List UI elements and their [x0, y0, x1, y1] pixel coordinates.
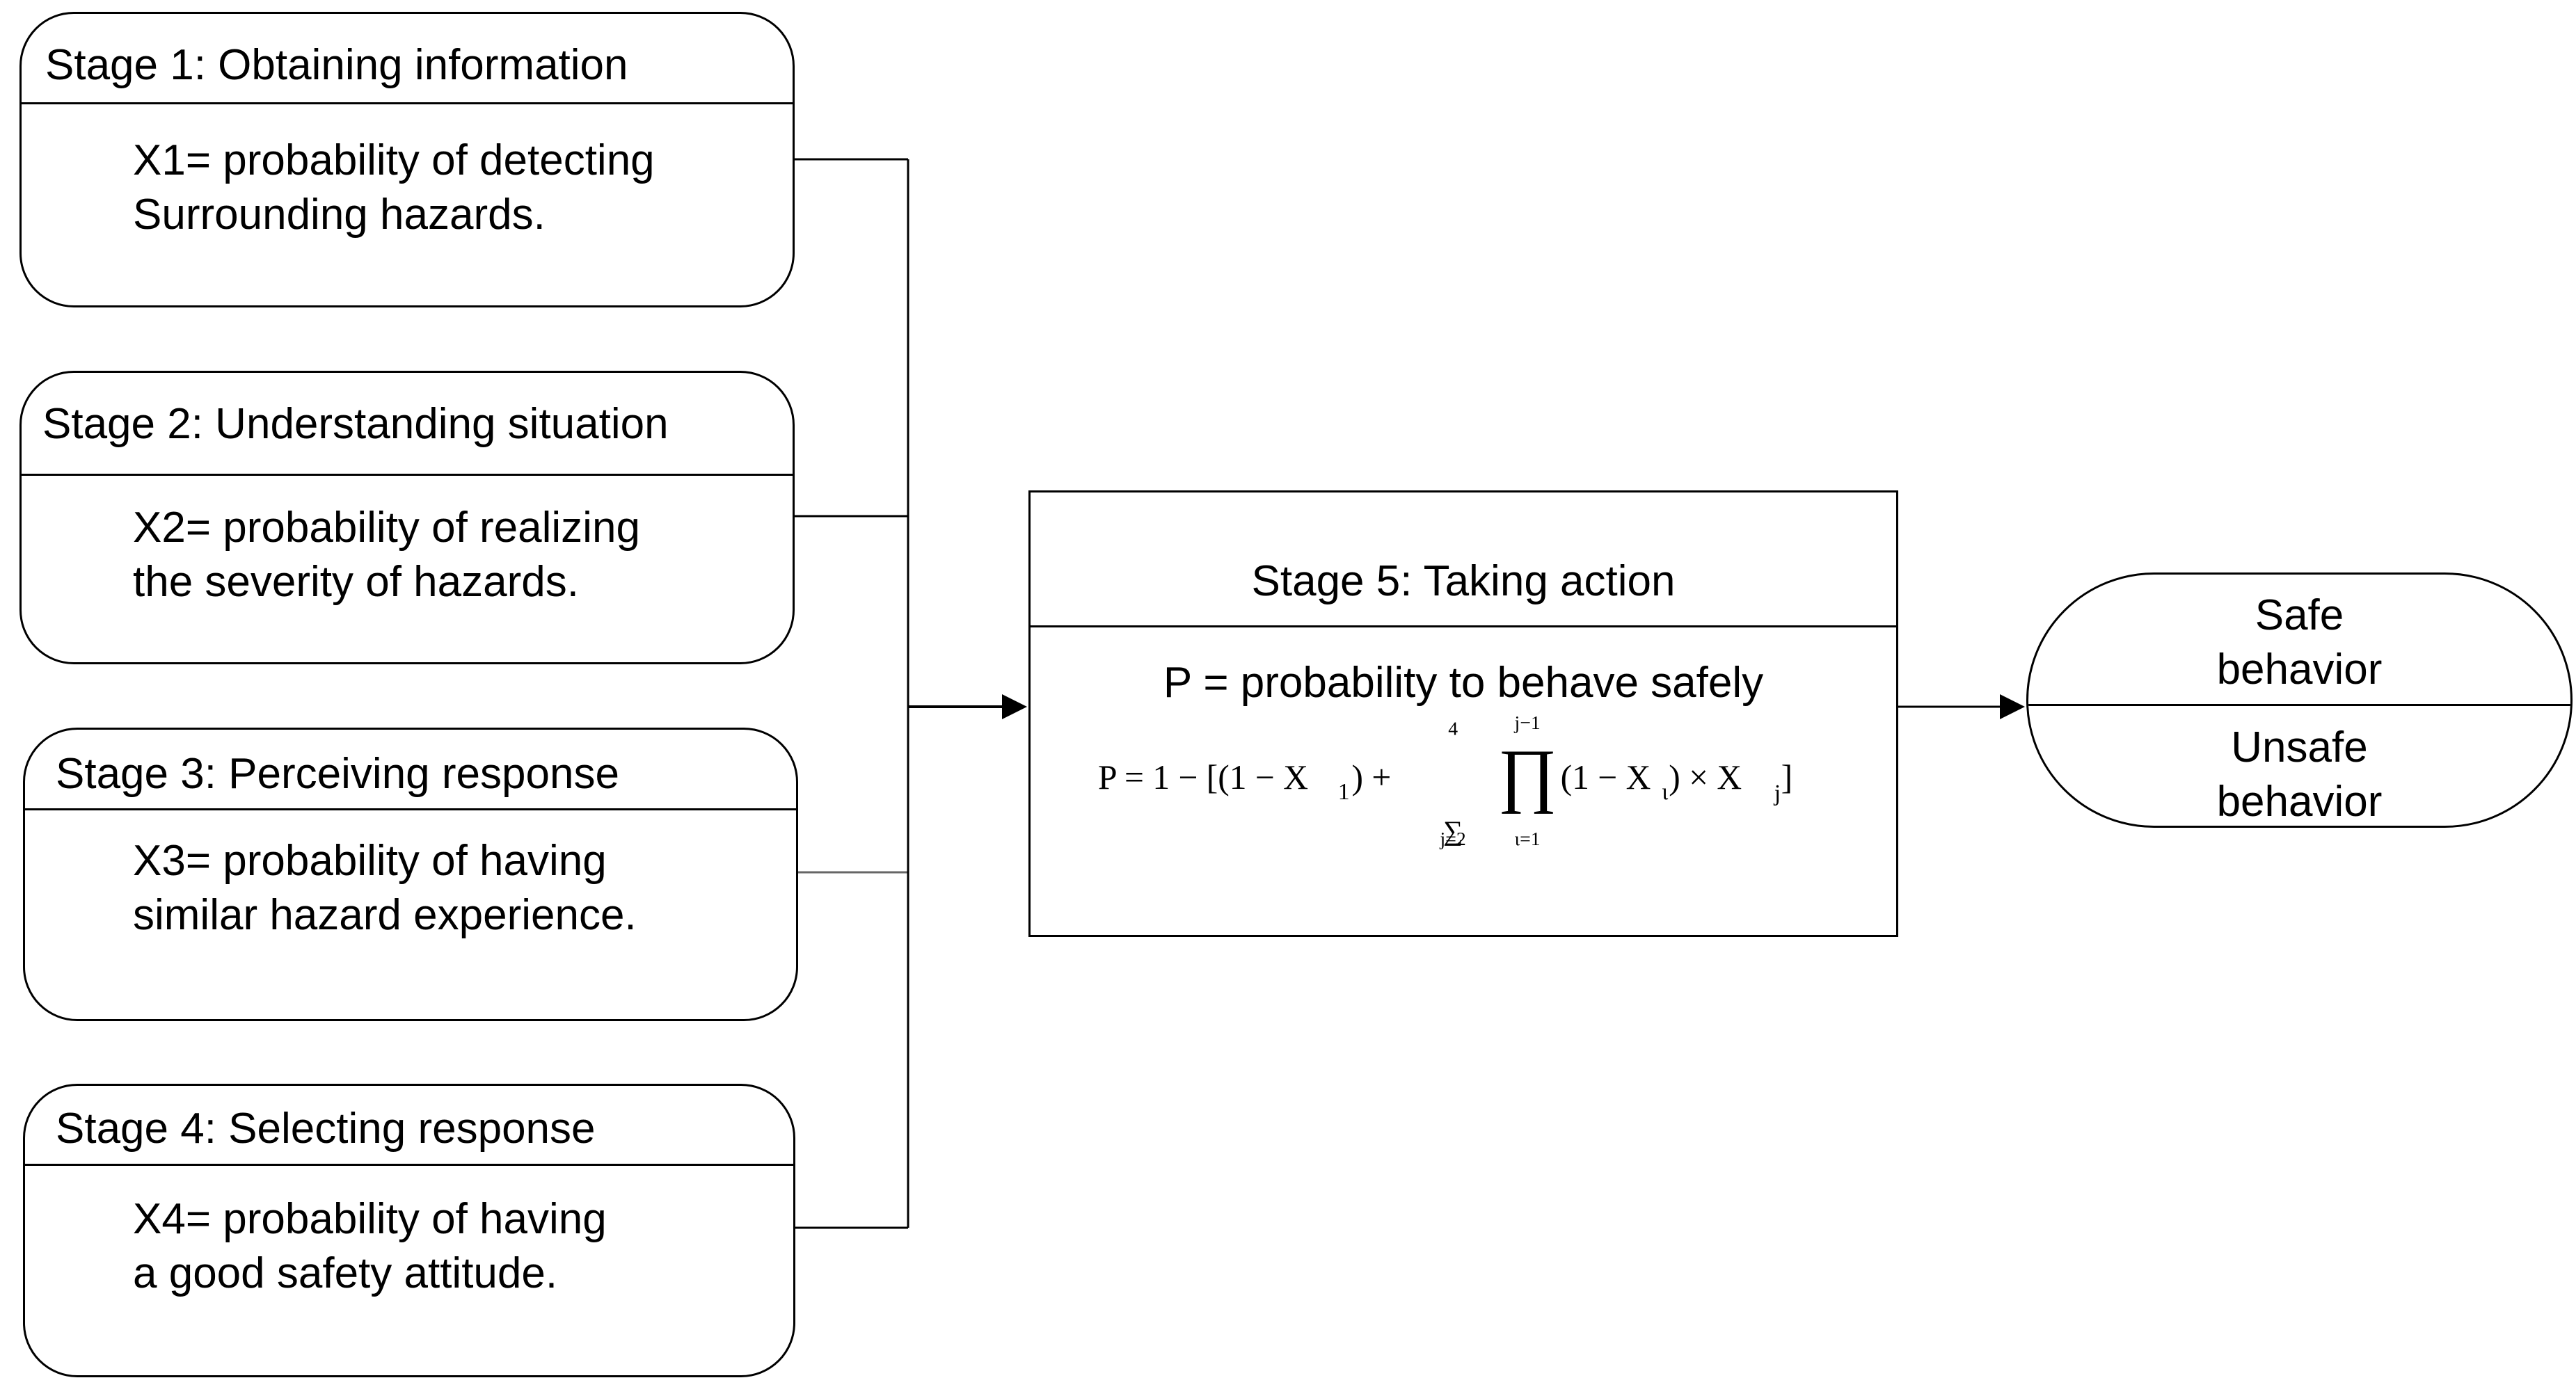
stage2-title: Stage 2: Understanding situation — [22, 373, 793, 476]
stage1-description: X1= probability of detecting Surrounding… — [22, 104, 793, 305]
stage1-box: Stage 1: Obtaining information X1= proba… — [19, 12, 795, 307]
formula-sub-j: j — [1774, 780, 1781, 806]
stage4-title: Stage 4: Selecting response — [25, 1086, 793, 1166]
stage5-box: Stage 5: Taking action P = probability t… — [1028, 490, 1898, 937]
product-lower-limit: ι=1 — [1515, 828, 1541, 849]
stage3-description: X3= probability of having similar hazard… — [25, 810, 796, 1019]
unsafe-line-1: Unsafe — [2231, 723, 2368, 771]
stage1-title: Stage 1: Obtaining information — [22, 14, 793, 104]
stage5-title: Stage 5: Taking action — [1031, 492, 1896, 627]
stage1-line-2: Surrounding hazards. — [133, 191, 546, 239]
formula-term: (1 − X — [1561, 758, 1651, 796]
stage2-line-2: the severity of hazards. — [133, 558, 579, 607]
safe-line-1: Safe — [2255, 591, 2344, 639]
formula-close: ] — [1781, 758, 1793, 796]
stage4-box: Stage 4: Selecting response X4= probabil… — [23, 1084, 795, 1377]
stage3-title: Stage 3: Perceiving response — [25, 730, 796, 810]
formula-sub-1: 1 — [1338, 779, 1350, 805]
arrow-to-stage5-head — [1002, 694, 1027, 719]
formula-sub-i: ι — [1662, 779, 1668, 805]
stage4-line-1: X4= probability of having — [133, 1195, 607, 1243]
probability-formula: P = 1 − [(1 − X 1 ) + 4 ∑ j=2 j−1 ∏ ι=1 … — [1098, 712, 1793, 849]
stage4-line-2: a good safety attitude. — [133, 1249, 558, 1298]
sum-symbol: ∑ — [1443, 815, 1463, 846]
safe-line-2: behavior — [2216, 645, 2383, 694]
formula-lhs: P = 1 − [(1 − X — [1098, 758, 1308, 796]
stage2-line-1: X2= probability of realizing — [133, 504, 640, 552]
product-upper-limit: j−1 — [1514, 712, 1541, 733]
stage5-description: P = probability to behave safely — [1163, 659, 1764, 707]
stage2-description: X2= probability of realizing the severit… — [22, 476, 793, 662]
safe-behavior-label: Safe behavior — [2028, 588, 2570, 696]
sum-lower-limit: j=2 — [1440, 828, 1466, 849]
stage3-box: Stage 3: Perceiving response X3= probabi… — [23, 728, 798, 1021]
formula-plus: ) + — [1352, 758, 1392, 796]
sum-upper-limit: 4 — [1448, 718, 1458, 739]
product-symbol: ∏ — [1498, 735, 1557, 815]
formula-times: ) × X — [1669, 758, 1742, 796]
unsafe-line-2: behavior — [2216, 777, 2383, 826]
behavior-outcome: Safe behavior Unsafe behavior — [2026, 572, 2573, 828]
unsafe-behavior-label: Unsafe behavior — [2028, 721, 2570, 826]
stage2-box: Stage 2: Understanding situation X2= pro… — [19, 371, 795, 664]
stage3-line-2: similar hazard experience. — [133, 891, 637, 940]
stage3-line-1: X3= probability of having — [133, 837, 607, 885]
arrow-to-outcome-head — [2000, 694, 2025, 719]
stage4-description: X4= probability of having a good safety … — [25, 1166, 793, 1375]
stage1-line-1: X1= probability of detecting — [133, 136, 655, 184]
outcome-divider — [2028, 704, 2570, 706]
